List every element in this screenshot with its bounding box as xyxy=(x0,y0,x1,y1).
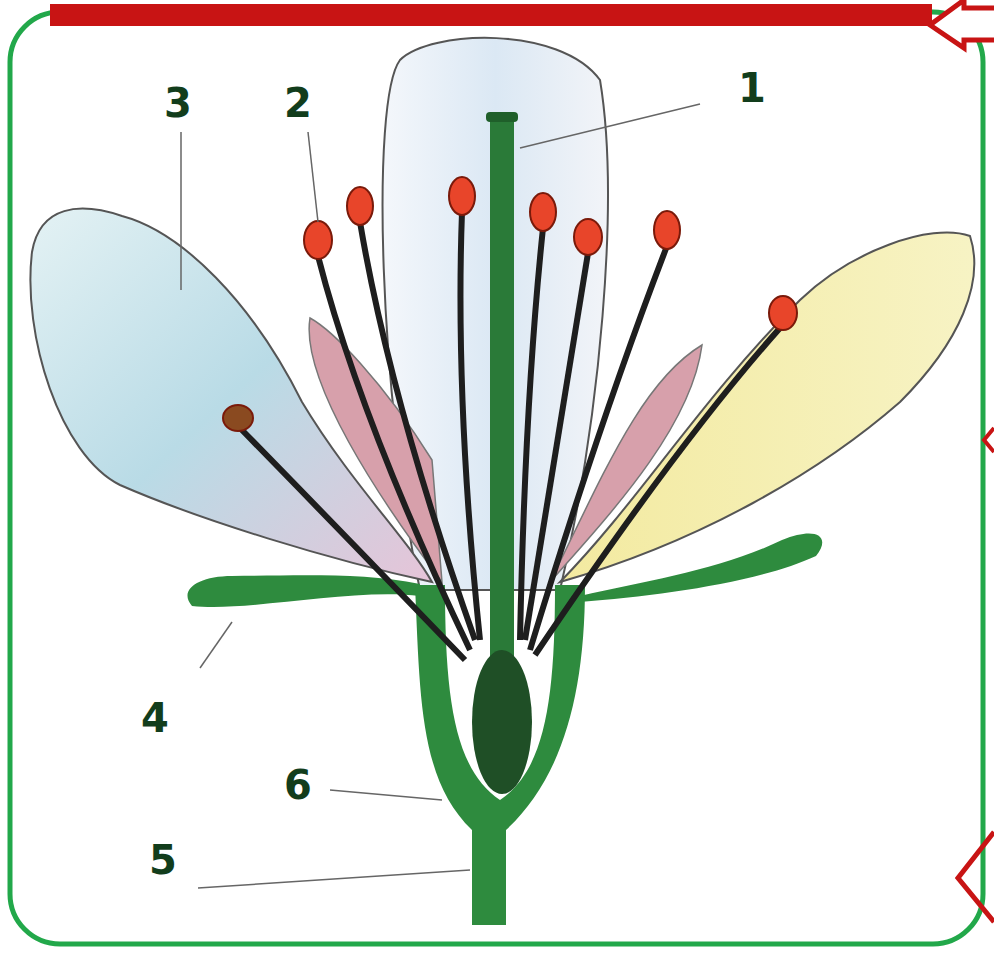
top-bar xyxy=(50,4,932,26)
callout-number: 5 xyxy=(145,838,181,882)
callout-number: 2 xyxy=(280,81,316,125)
filaments xyxy=(240,212,780,660)
callout-number: 6 xyxy=(280,763,316,807)
edge-mark xyxy=(984,428,994,452)
callout-number: 4 xyxy=(137,696,173,740)
inner-petal xyxy=(550,345,702,582)
arrow-mark xyxy=(930,0,994,48)
stigma xyxy=(486,112,518,122)
leader-lines xyxy=(181,104,700,888)
callout-number: 1 xyxy=(734,66,770,110)
sepal xyxy=(580,533,822,602)
ovary xyxy=(472,650,532,794)
callout-number: 3 xyxy=(160,81,196,125)
corner-mark xyxy=(958,832,994,922)
frame-border xyxy=(10,12,983,944)
pistil-style xyxy=(490,118,514,678)
anthers xyxy=(223,177,797,431)
